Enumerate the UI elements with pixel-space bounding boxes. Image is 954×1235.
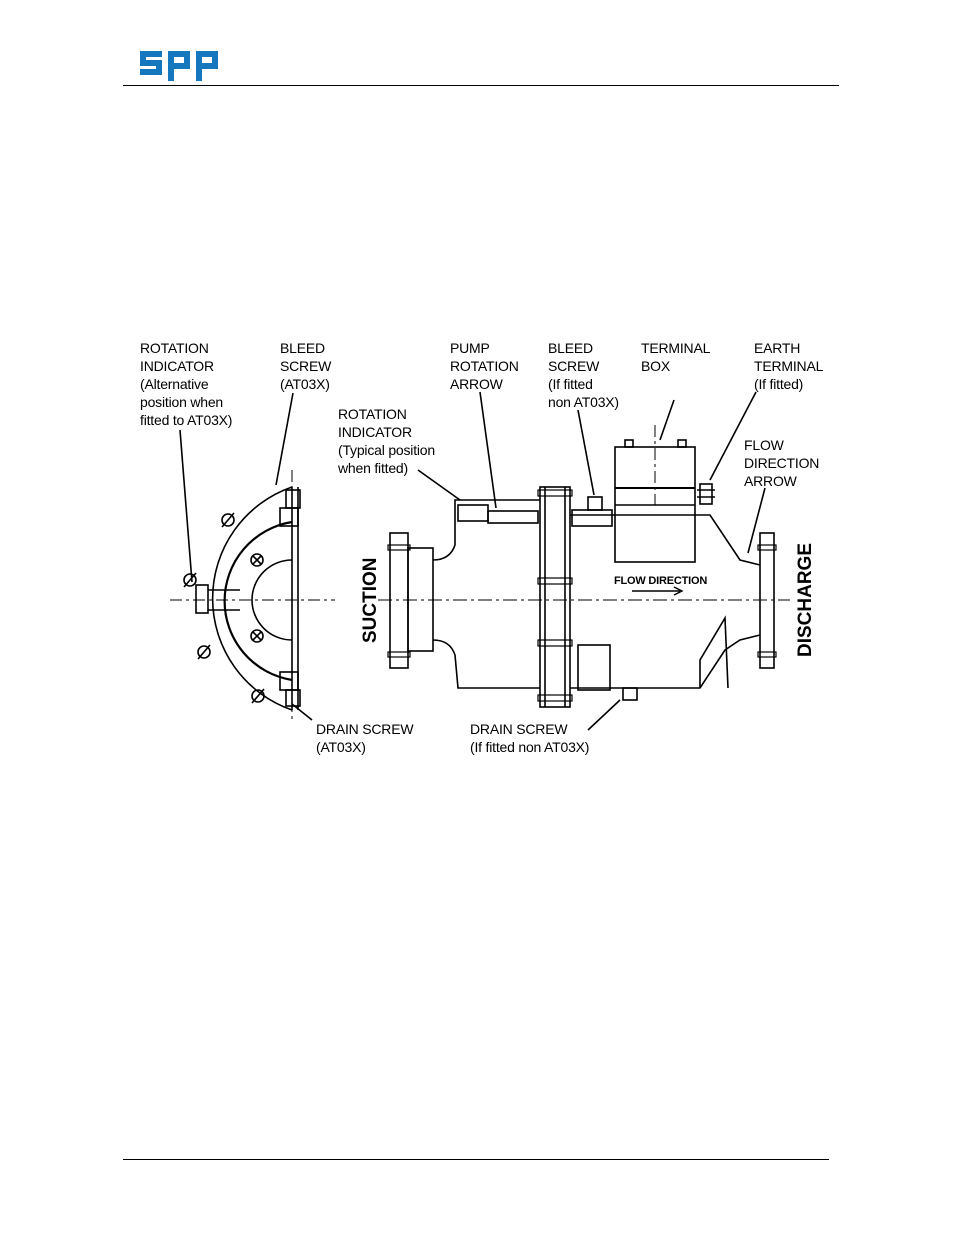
- label-suction: SUCTION: [360, 557, 381, 644]
- label-line: (If fitted): [754, 376, 804, 392]
- label-line: DIRECTION: [744, 455, 820, 471]
- label-terminal-box: TERMINAL BOX: [641, 339, 710, 375]
- spp-logo: [140, 51, 218, 81]
- label-bleed-screw-at03x: BLEED SCREW (AT03X): [280, 339, 331, 393]
- label-line: INDICATOR: [338, 424, 412, 440]
- label-drain-screw-non-at03x: DRAIN SCREW (If fitted non AT03X): [470, 720, 589, 756]
- label-flow-direction-arrow: FLOW DIRECTION ARROW: [744, 436, 819, 490]
- label-line: SCREW: [548, 358, 600, 374]
- label-earth-terminal: EARTH TERMINAL (If fitted): [754, 339, 823, 393]
- header-rule: [123, 85, 839, 86]
- label-line: EARTH: [754, 340, 801, 356]
- label-line: DRAIN SCREW: [470, 721, 568, 737]
- label-line: ROTATION: [140, 340, 209, 356]
- label-line: ARROW: [744, 473, 797, 489]
- label-line: ARROW: [450, 376, 503, 392]
- label-rotation-indicator-alternative: ROTATION INDICATOR (Alternative position…: [140, 339, 232, 429]
- label-line: BOX: [641, 358, 670, 374]
- label-line: (If fitted: [548, 376, 593, 392]
- label-line: (AT03X): [316, 739, 366, 755]
- label-line: FLOW: [744, 437, 784, 453]
- label-line: (Typical position: [338, 442, 435, 458]
- label-discharge: DISCHARGE: [795, 542, 816, 657]
- label-line: PUMP: [450, 340, 490, 356]
- label-rotation-indicator-typical: ROTATION INDICATOR (Typical position whe…: [338, 405, 435, 477]
- label-line: fitted to AT03X): [140, 412, 233, 428]
- label-line: (AT03X): [280, 376, 330, 392]
- label-line: non AT03X): [548, 394, 619, 410]
- label-line: TERMINAL: [641, 340, 711, 356]
- label-bleed-screw-non-at03x: BLEED SCREW (If fitted non AT03X): [548, 339, 619, 411]
- label-line: ROTATION: [450, 358, 519, 374]
- label-line: BLEED: [548, 340, 593, 356]
- label-flow-direction: FLOW DIRECTION: [614, 575, 708, 587]
- side-view: [378, 391, 790, 731]
- label-line: (Alternative: [140, 376, 209, 392]
- label-line: when fitted): [338, 460, 408, 476]
- footer-rule: [123, 1159, 829, 1160]
- label-line: ROTATION: [338, 406, 407, 422]
- label-pump-rotation-arrow: PUMP ROTATION ARROW: [450, 339, 519, 393]
- label-line: SCREW: [280, 358, 332, 374]
- label-line: (If fitted non AT03X): [470, 739, 590, 755]
- end-view: [170, 392, 335, 721]
- label-line: TERMINAL: [754, 358, 824, 374]
- label-line: BLEED: [280, 340, 325, 356]
- label-drain-screw-at03x: DRAIN SCREW (AT03X): [316, 720, 414, 756]
- label-line: INDICATOR: [140, 358, 214, 374]
- label-line: DRAIN SCREW: [316, 721, 414, 737]
- label-line: position when: [140, 394, 224, 410]
